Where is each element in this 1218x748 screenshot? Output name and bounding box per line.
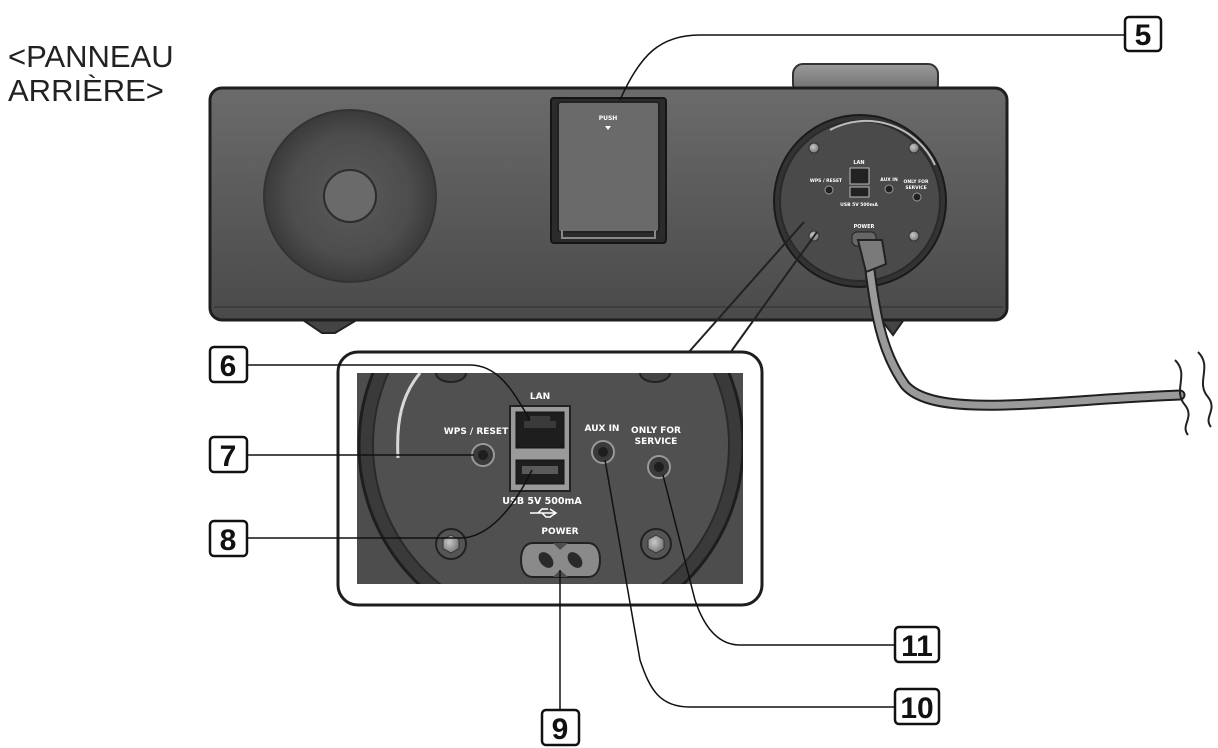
small-lan-label: LAN (853, 160, 864, 166)
panel-title-line1: <PANNEAU (8, 39, 174, 74)
leader-line-8 (247, 469, 533, 539)
wps-reset-label: WPS / RESET (444, 427, 509, 437)
svg-text:7: 7 (220, 440, 237, 473)
power-socket (519, 542, 602, 578)
screw-icon (808, 142, 820, 154)
small-usb-port (849, 186, 870, 198)
small-power-label: POWER (854, 224, 875, 230)
callout-5: 5 (1123, 15, 1163, 53)
power-label: POWER (541, 527, 578, 537)
leader-line-10 (604, 459, 895, 708)
small-service-jack (912, 192, 922, 202)
aux-in-label: AUX IN (585, 424, 620, 434)
small-lan-port (849, 167, 870, 185)
leader-line-11 (662, 474, 895, 646)
svg-text:11: 11 (901, 630, 933, 663)
push-label: PUSH (599, 115, 618, 122)
small-usb-label: USB 5V 500mA (840, 202, 878, 208)
zoom-line-left (687, 221, 805, 354)
svg-text:10: 10 (900, 692, 933, 725)
leader-line-6 (247, 364, 531, 421)
lan-label: LAN (530, 392, 550, 402)
small-wps-label: WPS / RESET (810, 178, 843, 184)
speaker-center (323, 169, 377, 223)
callout-9: 9 (540, 708, 581, 747)
small-aux-jack (884, 184, 894, 194)
service-label-line2: SERVICE (635, 437, 678, 447)
callout-8: 8 (208, 519, 249, 558)
leader-line-5 (619, 34, 1125, 101)
screw-icon (908, 230, 920, 242)
panel-title: <PANNEAU ARRIÈRE> (8, 40, 208, 108)
service-label-line1: ONLY FOR (631, 426, 681, 436)
usb-icon (530, 508, 558, 518)
screw-icon (908, 142, 920, 154)
callout-7: 7 (208, 435, 249, 474)
svg-text:9: 9 (552, 713, 569, 746)
small-service-label-2: SERVICE (905, 185, 926, 191)
callout-11: 11 (893, 625, 941, 664)
power-plug (856, 239, 888, 274)
cable-break-icon (1174, 351, 1213, 436)
small-wps-button (824, 185, 834, 195)
small-aux-label: AUX IN (880, 177, 898, 183)
svg-text:6: 6 (220, 350, 237, 383)
panel-title-line2: ARRIÈRE> (8, 73, 164, 108)
push-arrow-icon (605, 126, 611, 130)
zoom-line-right (729, 231, 818, 354)
callout-6: 6 (208, 345, 249, 384)
small-service-label-1: ONLY FOR (904, 179, 929, 185)
callout-10: 10 (893, 687, 941, 726)
svg-text:8: 8 (220, 524, 237, 557)
usb-label: USB 5V 500mA (502, 496, 582, 507)
svg-text:5: 5 (1135, 19, 1152, 52)
dock-door[interactable] (557, 101, 660, 233)
